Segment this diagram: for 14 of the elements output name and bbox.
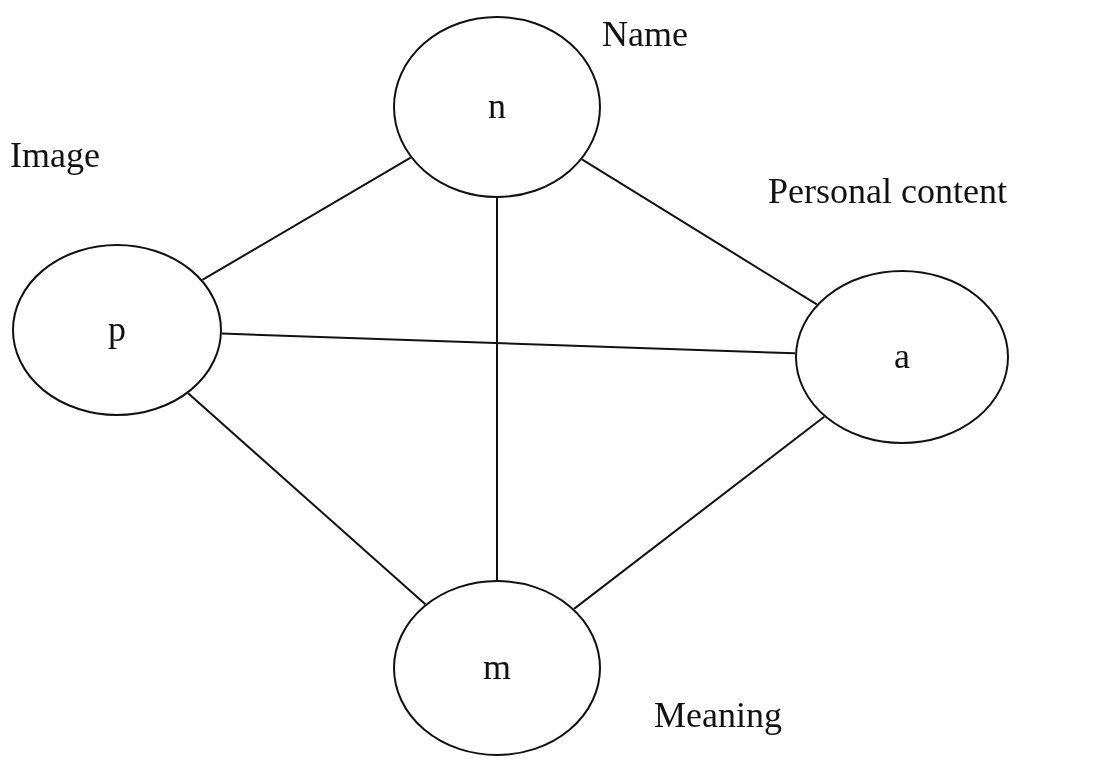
- connector-line: [496, 197, 498, 581]
- node-caption: Name: [602, 15, 688, 55]
- node-caption: Image: [10, 136, 100, 176]
- connector-line: [187, 392, 427, 606]
- connector-line: [201, 156, 412, 281]
- connector-line: [573, 415, 826, 610]
- node-letter: a: [893, 338, 911, 375]
- node-letter: m: [482, 649, 512, 686]
- connector-line: [220, 332, 797, 355]
- node-letter: n: [487, 88, 507, 125]
- node-caption: Meaning: [654, 696, 782, 736]
- node-caption: Personal content: [768, 172, 1007, 212]
- node-letter: p: [107, 311, 127, 348]
- connector-line: [581, 158, 818, 306]
